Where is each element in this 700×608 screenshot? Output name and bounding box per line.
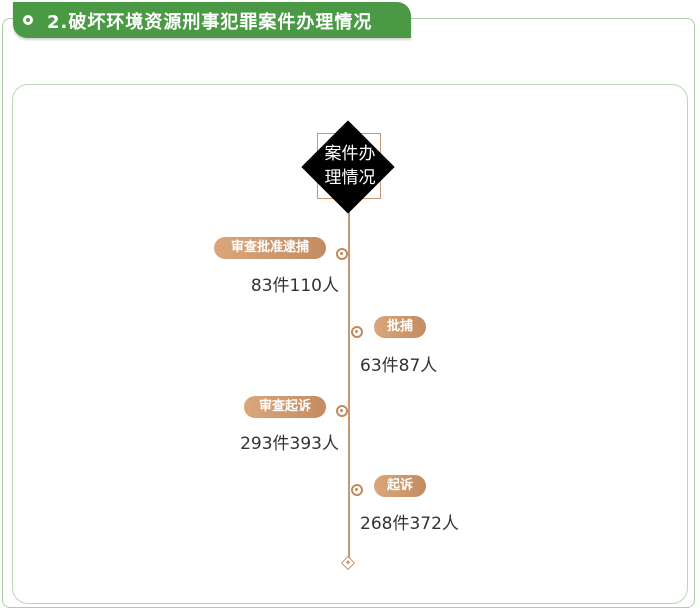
section-header: 2.破坏环境资源刑事犯罪案件办理情况 <box>13 2 411 38</box>
timeline-node-icon <box>351 484 363 496</box>
label-pill-review-arrest: 审查批准逮捕 <box>214 237 326 259</box>
timeline-heading-line2: 理情况 <box>324 168 376 188</box>
content-panel <box>12 84 688 604</box>
timeline-node-icon <box>336 248 348 260</box>
timeline-node-icon <box>351 326 363 338</box>
label-pill-prosecution: 起诉 <box>374 475 426 497</box>
value-review-arrest: 83件110人 <box>250 276 339 296</box>
timeline-heading: 案件办 理情况 <box>310 142 390 190</box>
label-pill-review-prosecution: 审查起诉 <box>244 396 326 418</box>
timeline-line <box>348 205 350 560</box>
value-review-prosecution: 293件393人 <box>240 434 339 454</box>
label-pill-arrest: 批捕 <box>374 316 426 338</box>
value-arrest: 63件87人 <box>360 356 438 376</box>
bullet-dot-icon <box>23 15 33 25</box>
section-title: 2.破坏环境资源刑事犯罪案件办理情况 <box>47 12 373 33</box>
timeline-heading-line1: 案件办 <box>324 144 376 164</box>
timeline-node-icon <box>336 405 348 417</box>
value-prosecution: 268件372人 <box>360 514 459 534</box>
